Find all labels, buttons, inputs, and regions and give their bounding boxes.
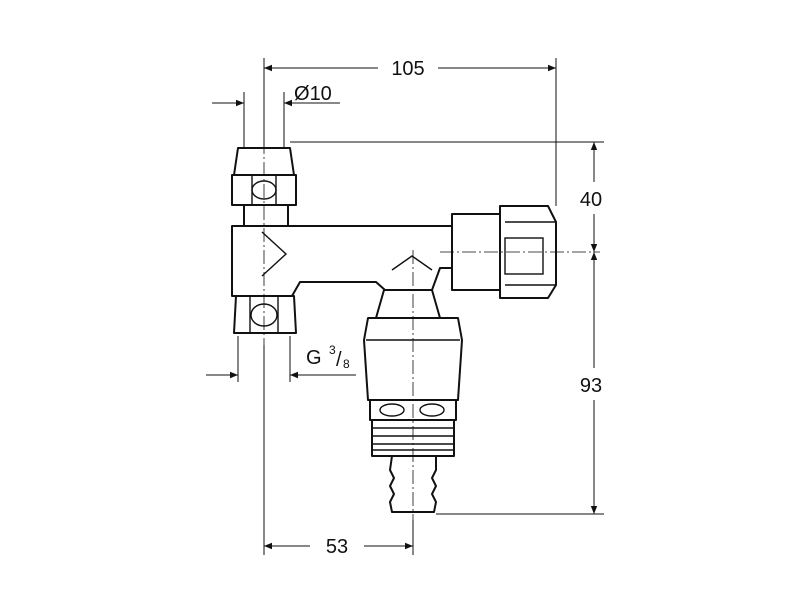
dim-label-93: 93 [580, 375, 602, 397]
dim-label-105: 105 [391, 58, 424, 80]
diameter-symbol: Ø [294, 83, 310, 105]
main-body [231, 225, 456, 297]
dim-93: 93 [436, 252, 604, 515]
thread-numerator: 3 [329, 343, 336, 357]
thread-slash: / [336, 349, 342, 371]
dim-label-53: 53 [326, 536, 348, 558]
upper-pipe-stub [243, 202, 289, 227]
thread-denominator: 8 [343, 357, 350, 371]
dim-label-40: 40 [580, 189, 602, 211]
thread-label-g: G [306, 347, 322, 369]
bottom-hex-nut [233, 295, 297, 334]
valve-housing [363, 317, 463, 401]
diameter-value: 10 [310, 83, 332, 105]
valve-neck [375, 289, 441, 319]
valve-body [231, 147, 557, 513]
center-lines [263, 140, 600, 520]
dim-diameter-10: Ø10 [212, 83, 340, 148]
dim-thread-g38: G 3 / 8 [206, 336, 356, 382]
dim-label-diameter: Ø10 [294, 83, 332, 105]
dim-105: 105 [263, 58, 557, 206]
dim-40: 40 [290, 141, 604, 252]
dim-53: 53 [263, 345, 414, 558]
